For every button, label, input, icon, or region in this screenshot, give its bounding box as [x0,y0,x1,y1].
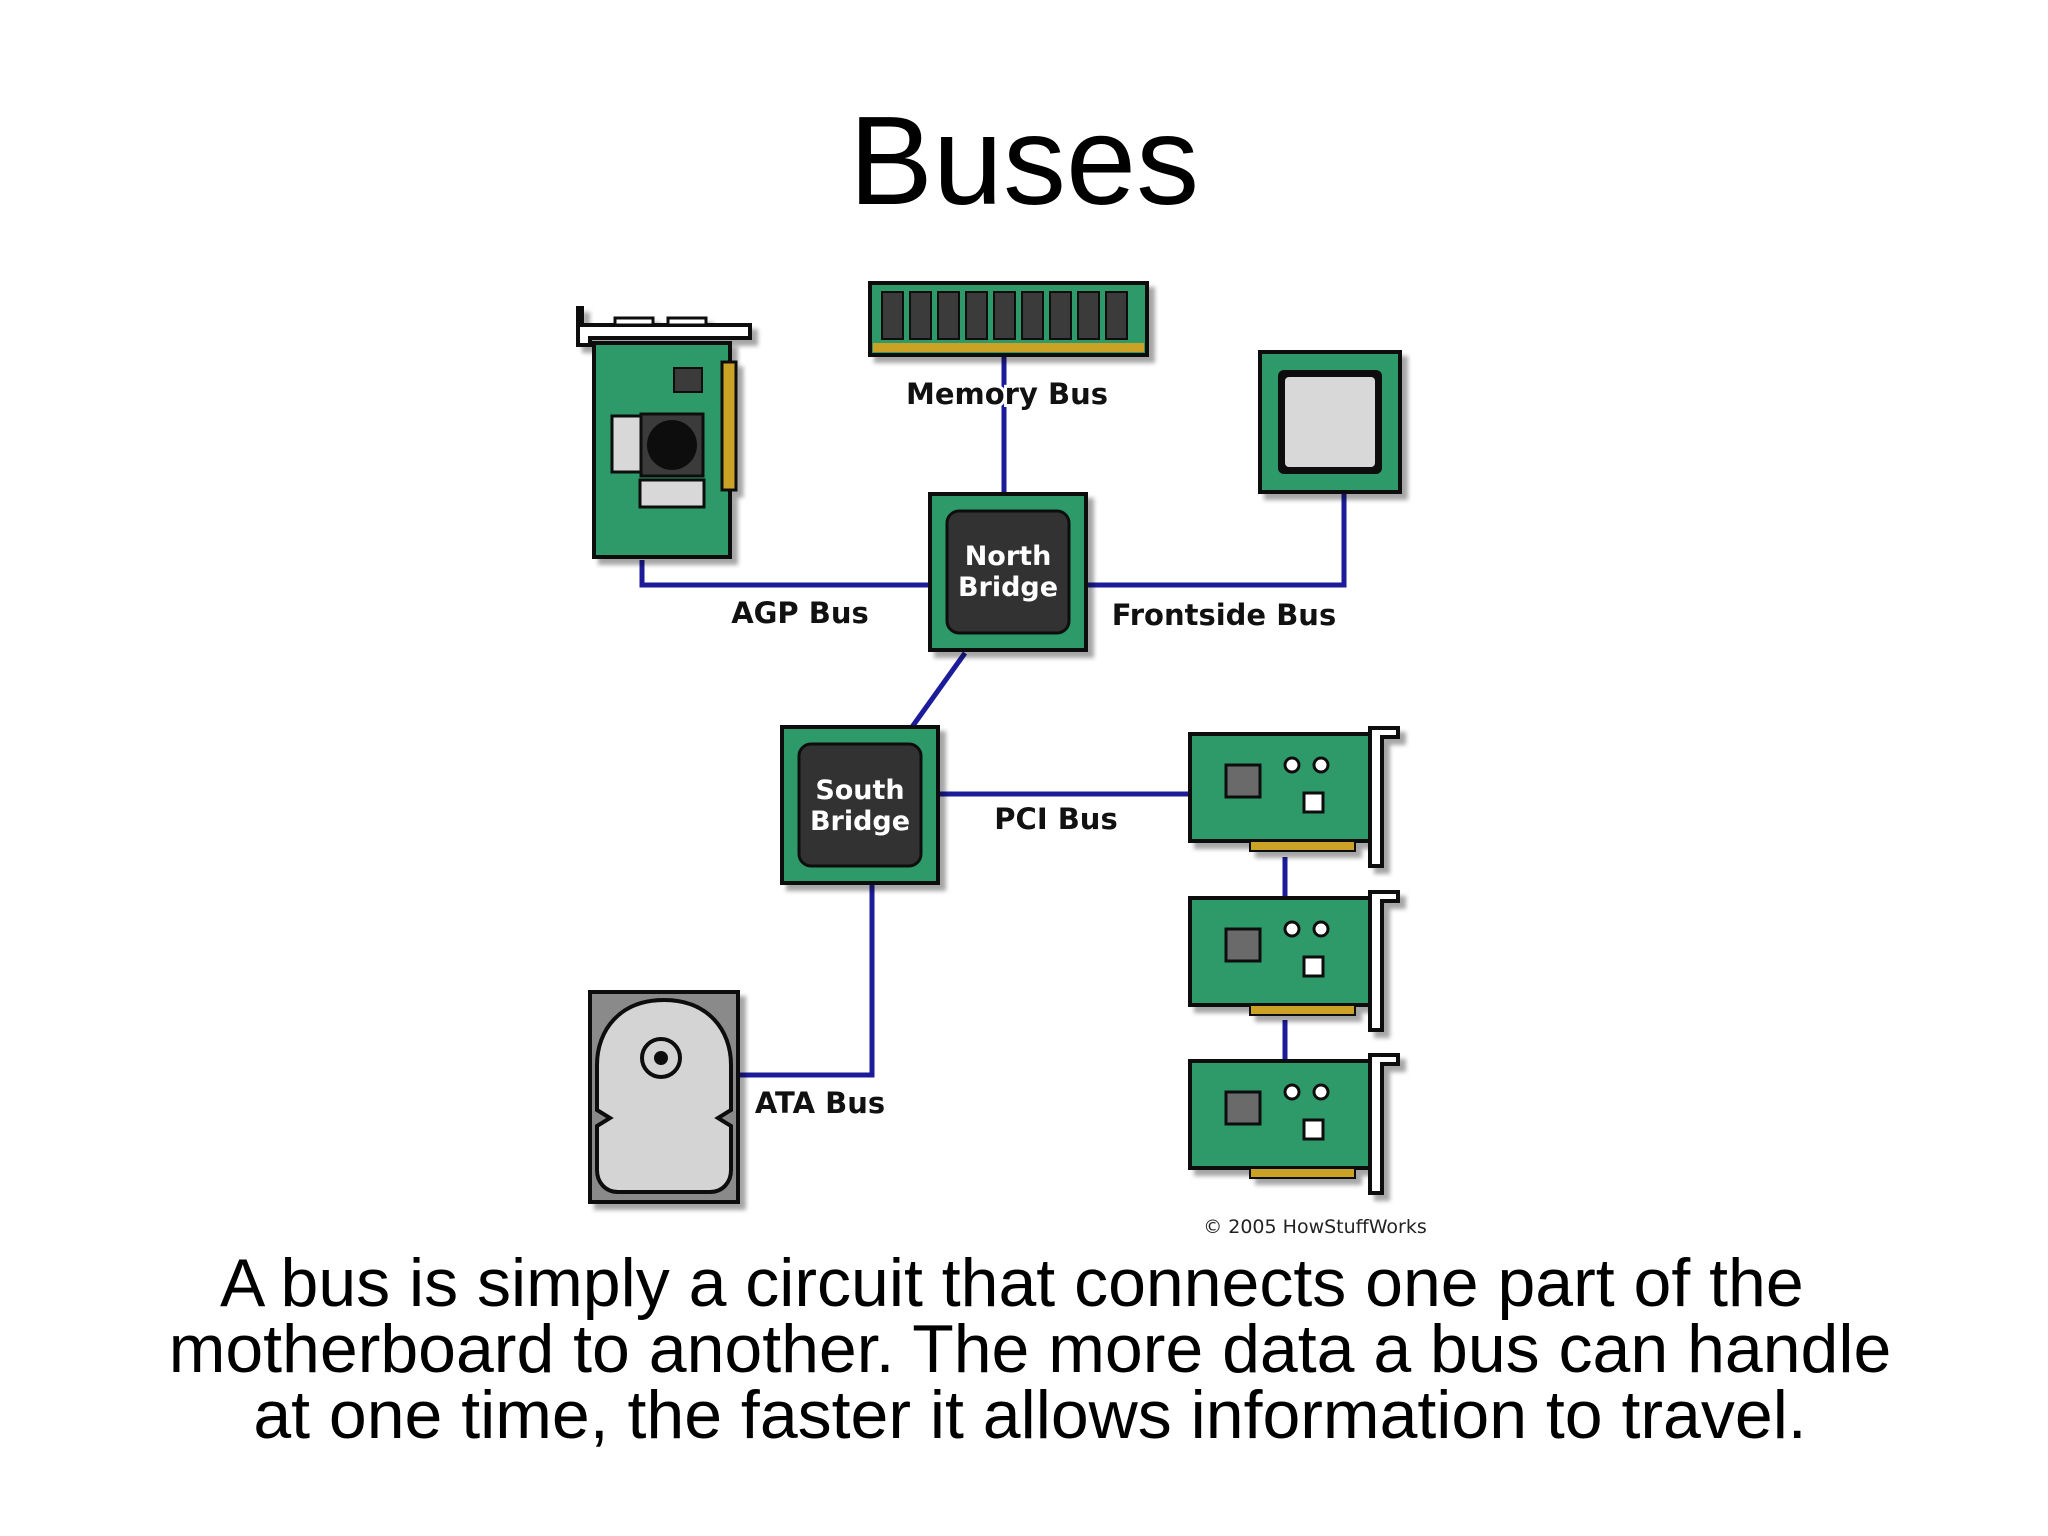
pci-card-icon-1 [1188,726,1400,868]
ata-bus-line [738,883,875,1078]
memory-bus-label: Memory Bus [906,377,1108,411]
memory-module-icon [868,281,1149,357]
ata-bus-label: ATA Bus [755,1086,885,1120]
north-bridge-label-line2: Bridge [958,572,1058,603]
north-bridge-chip [928,492,1088,652]
pci-card-icon-2 [1188,890,1400,1032]
hard-drive-icon [588,990,740,1204]
copyright-notice: © 2005 HowStuffWorks [1203,1216,1427,1238]
south-bridge-label-line2: Bridge [810,806,910,837]
slide-caption: A bus is simply a circuit that connects … [140,1245,1920,1453]
south-bridge-label-line1: South [815,775,904,806]
agp-graphics-card-icon [576,306,752,559]
frontside-bus-label: Frontside Bus [1112,598,1336,632]
north-bridge-label-line1: North [965,541,1052,572]
slide-title: Buses [848,90,1200,231]
agp-bus-label: AGP Bus [731,596,869,630]
caption-line-3: at one time, the faster it allows inform… [253,1377,1807,1453]
pci-bus-label: PCI Bus [994,802,1117,836]
caption-line-2: motherboard to another. The more data a … [168,1311,1892,1387]
north-south-bus-line [909,651,968,729]
pci-card-icon-3 [1188,1053,1400,1195]
agp-bus-line [639,560,930,588]
cpu-icon [1258,350,1402,494]
bus-lines [639,355,1347,1078]
frontside-bus-line [1088,492,1347,588]
caption-line-1: A bus is simply a circuit that connects … [220,1245,1804,1321]
south-bridge-chip [780,725,940,885]
